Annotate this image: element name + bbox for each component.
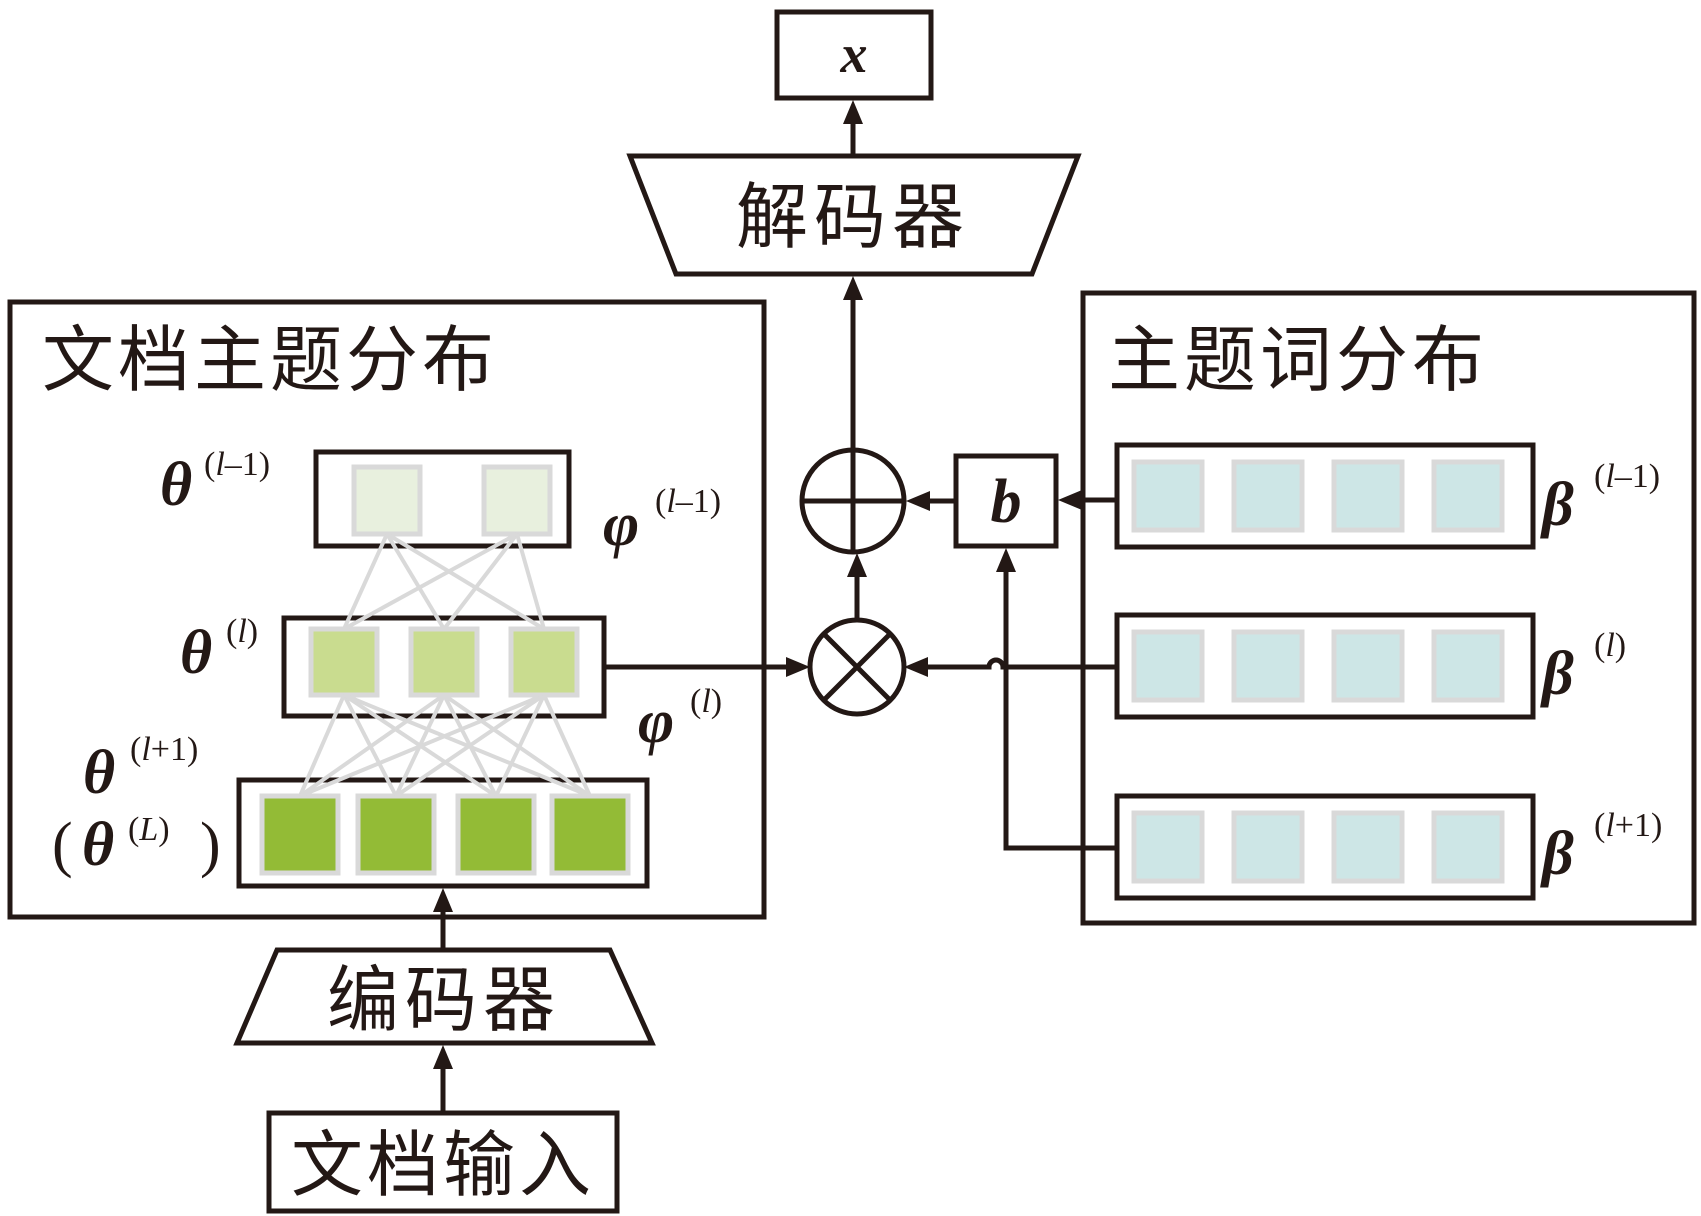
- svg-text:θ: θ: [82, 811, 114, 879]
- beta-l-plus-1-unit-4: [1431, 810, 1505, 884]
- beta-layer-l-minus-1: [1114, 442, 1536, 550]
- topic-word-panel-title: 主题词分布: [1108, 318, 1488, 402]
- svg-text:θ: θ: [160, 451, 192, 519]
- document-input-node: 文档输入: [266, 1110, 620, 1214]
- arrow-theta-to-multiply: [604, 657, 810, 677]
- svg-text:(l+1): (l+1): [1594, 807, 1662, 844]
- theta-layer-l: [281, 615, 607, 719]
- topic-word-panel: 主题词分布: [1080, 290, 1697, 926]
- beta-label-l-minus-1: β (l–1): [1540, 458, 1660, 539]
- connection-edge: [515, 533, 546, 630]
- document-input-label: 文档输入: [291, 1123, 595, 1207]
- theta-label-l-minus-1: θ (l–1): [160, 446, 270, 519]
- svg-text:(L): (L): [128, 811, 170, 848]
- decoder-label: 解码器: [736, 175, 970, 259]
- theta-l-minus-1-unit-1: [351, 464, 423, 537]
- svg-text:(l): (l): [690, 683, 722, 720]
- theta-l-unit-3: [508, 626, 580, 698]
- arrow-add-to-decoder: [843, 276, 863, 450]
- encoder-label: 编码器: [327, 958, 561, 1042]
- arrow-encoder-to-theta: [433, 888, 453, 950]
- doc-topic-panel: 文档主题分布: [7, 299, 767, 920]
- connection-edge: [494, 694, 546, 797]
- beta-l-unit-1: [1131, 629, 1205, 703]
- svg-text:φ: φ: [603, 491, 639, 559]
- arrow-beta-l-plus-1-to-bias: [996, 548, 1117, 851]
- svg-text:θ: θ: [180, 619, 212, 687]
- connection-edge: [394, 693, 546, 798]
- arrow-beta-l-to-multiply: [904, 657, 1117, 677]
- theta-l-plus-1-unit-3: [455, 793, 537, 876]
- beta-l-minus-1-unit-4: [1431, 459, 1505, 533]
- arrow-multiply-to-add: [847, 553, 867, 620]
- encoder-block: 编码器: [233, 947, 656, 1046]
- decoder-block: 解码器: [626, 153, 1082, 277]
- doc-topic-panel-title: 文档主题分布: [42, 318, 498, 402]
- topic-hierarchy-connections-overlay: [298, 532, 592, 798]
- connection-edge: [298, 693, 446, 798]
- output-node: x: [774, 9, 934, 101]
- svg-text:β: β: [1540, 640, 1574, 708]
- theta-label-l-plus-1: θ (l+1): [83, 731, 198, 807]
- beta-l-unit-3: [1331, 629, 1405, 703]
- connection-edge: [342, 533, 389, 630]
- connection-edge: [442, 532, 519, 631]
- theta-label-l: θ (l): [180, 613, 258, 687]
- svg-text:(l–1): (l–1): [1594, 458, 1660, 495]
- connection-edge: [299, 693, 545, 798]
- connection-edge: [385, 532, 446, 631]
- beta-layer-l: [1114, 612, 1536, 720]
- multiply-operator: [807, 617, 907, 717]
- arrow-beta-l-minus-1-to-bias: [1058, 490, 1117, 510]
- theta-l-plus-1-unit-1: [259, 793, 341, 876]
- bias-node: b: [953, 453, 1059, 549]
- beta-l-plus-1-unit-2: [1231, 810, 1305, 884]
- output-label: x: [840, 24, 868, 84]
- beta-label-l: β (l): [1540, 627, 1626, 708]
- svg-text:(l): (l): [226, 613, 258, 650]
- connection-edge: [542, 694, 592, 797]
- beta-label-l-plus-1: β (l+1): [1540, 807, 1662, 888]
- theta-layer-l-minus-1: [313, 449, 572, 549]
- svg-text:): ): [200, 811, 221, 879]
- beta-l-plus-1-unit-3: [1331, 810, 1405, 884]
- theta-label-L: ( θ (L) ): [52, 811, 221, 879]
- beta-l-minus-1-unit-2: [1231, 459, 1305, 533]
- svg-text:θ: θ: [83, 739, 115, 807]
- connection-edge: [298, 694, 346, 797]
- theta-l-plus-1-unit-4: [549, 793, 631, 876]
- beta-l-unit-2: [1231, 629, 1305, 703]
- beta-layer-l-plus-1: [1114, 793, 1536, 901]
- connection-edge: [442, 693, 592, 798]
- connection-edge: [385, 532, 546, 631]
- svg-text:(l): (l): [1594, 627, 1626, 664]
- svg-text:φ: φ: [638, 688, 674, 756]
- bias-label: b: [991, 468, 1022, 536]
- arrow-decoder-to-output: [843, 100, 863, 155]
- theta-l-unit-2: [408, 626, 480, 698]
- svg-text:β: β: [1540, 471, 1574, 539]
- svg-text:(l–1): (l–1): [655, 483, 721, 520]
- beta-l-minus-1-unit-3: [1331, 459, 1405, 533]
- phi-label-l-minus-1: φ (l–1): [603, 483, 721, 559]
- svg-text:β: β: [1540, 820, 1574, 888]
- theta-l-minus-1-unit-2: [481, 464, 553, 537]
- arrow-input-to-encoder: [433, 1045, 453, 1112]
- beta-l-plus-1-unit-1: [1131, 810, 1205, 884]
- theta-l-plus-1-unit-2: [355, 793, 437, 876]
- connection-edge: [343, 532, 518, 631]
- svg-text:(l–1): (l–1): [204, 446, 270, 483]
- beta-l-minus-1-unit-1: [1131, 459, 1205, 533]
- arrow-bias-to-add: [906, 491, 956, 511]
- svg-text:(: (: [52, 811, 73, 879]
- svg-text:(l+1): (l+1): [130, 731, 198, 768]
- theta-l-unit-1: [308, 626, 380, 698]
- add-operator: [799, 447, 907, 555]
- beta-l-unit-4: [1431, 629, 1505, 703]
- phi-label-l: φ (l): [638, 683, 722, 756]
